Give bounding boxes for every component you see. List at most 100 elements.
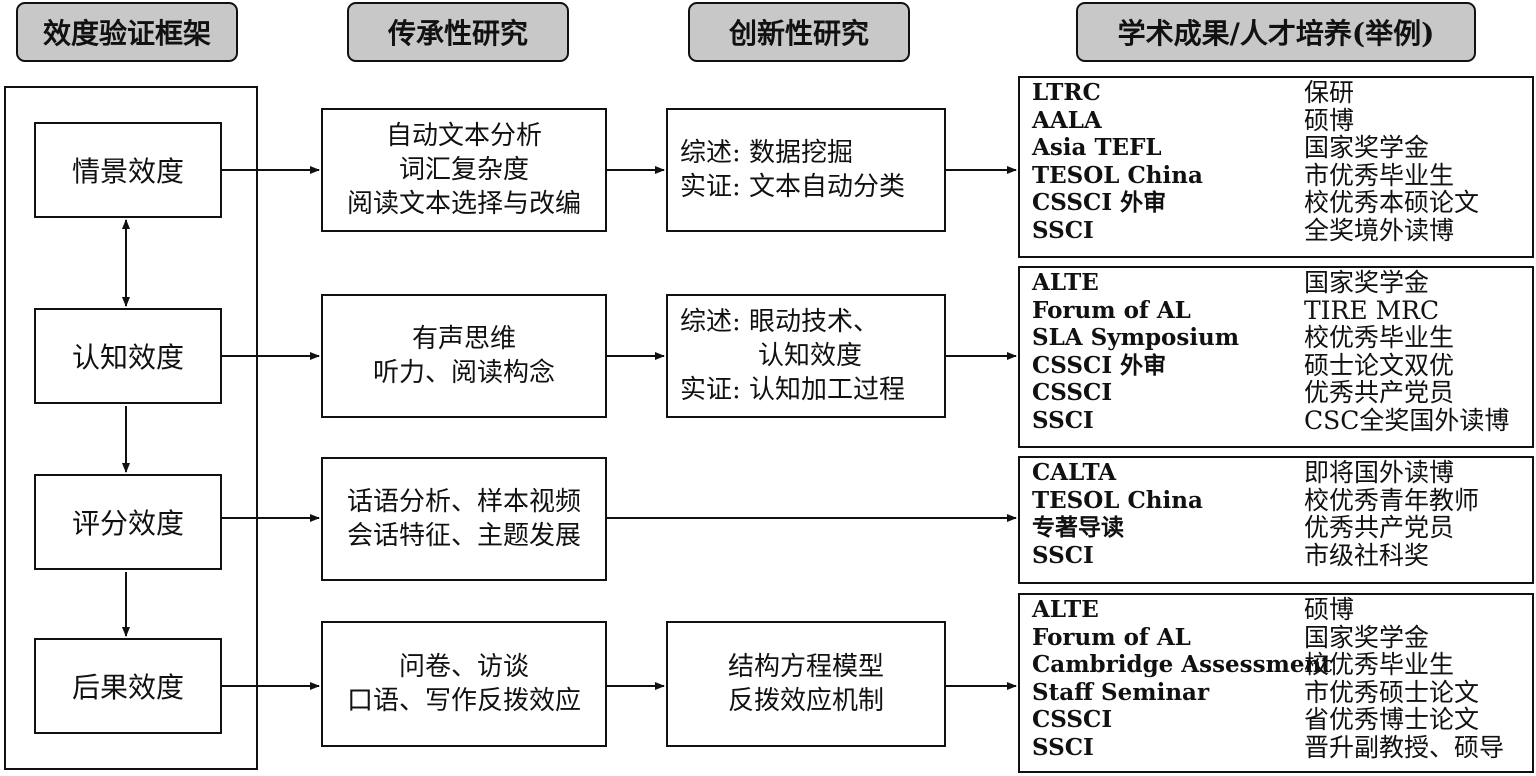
talent: 硕博 (1304, 595, 1355, 624)
talent: CSC全奖国外读博 (1304, 405, 1510, 435)
heritage-line: 自动文本分析 (385, 121, 542, 151)
heritage-box-3: 话语分析、样本视频 会话特征、主题发展 (321, 457, 607, 581)
venue: CSSCI 外审 (1032, 351, 1167, 379)
heritage-line: 口语、写作反拨效应 (346, 686, 581, 716)
innovation-line: 综述: 数据挖掘 (680, 138, 854, 168)
talent: 晋升副教授、硕导 (1304, 732, 1505, 762)
talent: 校优秀青年教师 (1304, 485, 1480, 515)
talent: 校优秀毕业生 (1304, 650, 1455, 679)
result-row: SLA Symposium 校优秀毕业生 (1032, 324, 1532, 352)
header-results: 学术成果/人才培养(举例) (1076, 2, 1476, 62)
heritage-line: 会话特征、主题发展 (346, 521, 581, 551)
heritage-line: 阅读文本选择与改编 (346, 189, 581, 219)
results-box-4: ALTE 硕博 Forum of AL 国家奖学金 Cambridge Assess… (1018, 593, 1534, 773)
innovation-box-2: 综述: 眼动技术、 认知效度 实证: 认知加工过程 (666, 294, 946, 418)
innovation-box-4: 结构方程模型 反拨效应机制 (666, 621, 946, 747)
venue: TESOL China (1032, 486, 1203, 514)
validity-consequential: 后果效度 (34, 638, 222, 734)
venue: Forum of AL (1032, 623, 1191, 651)
venue: CSSCI 外审 (1032, 189, 1167, 216)
talent: 优秀共产党员 (1304, 378, 1455, 407)
venue: AALA (1032, 106, 1102, 134)
venue: SSCI (1032, 541, 1094, 569)
validity-framework-frame (4, 86, 258, 770)
results-box-1: LTRC 保研 AALA 硕博 Asia TEFL 国家奖学金 TESOL China… (1018, 76, 1534, 258)
result-row: ALTE 国家奖学金 (1032, 269, 1532, 297)
venue: SLA Symposium (1032, 324, 1240, 351)
venue: ALTE (1032, 596, 1099, 623)
venue: CSSCI (1032, 379, 1113, 406)
header-framework: 效度验证框架 (16, 2, 238, 62)
result-row: CSSCI 外审 校优秀本硕论文 (1032, 189, 1532, 217)
result-row: LTRC 保研 (1032, 79, 1532, 107)
heritage-line: 问卷、访谈 (398, 652, 529, 682)
talent: 国家奖学金 (1304, 622, 1430, 652)
heritage-line: 话语分析、样本视频 (346, 487, 581, 517)
result-row: SSCI 晋升副教授、硕导 (1032, 732, 1532, 762)
talent: 国家奖学金 (1304, 133, 1430, 162)
talent: 优秀共产党员 (1304, 513, 1455, 542)
venue: Forum of AL (1032, 296, 1191, 324)
innovation-line: 反拨效应机制 (727, 686, 884, 716)
talent: 保研 (1304, 78, 1355, 107)
venue: SSCI (1032, 733, 1094, 761)
venue: ALTE (1032, 269, 1099, 296)
venue: TESOL China (1032, 161, 1203, 189)
result-row: TESOL China 市优秀毕业生 (1032, 160, 1532, 190)
results-box-3: CALTA 即将国外读博 TESOL China 校优秀青年教师 专著导读 优秀共产党… (1018, 456, 1534, 584)
talent: 校优秀本硕论文 (1304, 188, 1480, 217)
result-row: Staff Seminar 市优秀硕士论文 (1032, 677, 1532, 707)
talent: 市级社科奖 (1304, 540, 1430, 570)
venue: Cambridge Assessment (1032, 651, 1332, 678)
result-row: CSSCI 外审 硕士论文双优 (1032, 350, 1532, 380)
heritage-box-1: 自动文本分析 词汇复杂度 阅读文本选择与改编 (321, 108, 607, 232)
heritage-line: 词汇复杂度 (398, 155, 529, 185)
venue: SSCI (1032, 216, 1094, 244)
venue: CALTA (1032, 459, 1117, 486)
header-innovation: 创新性研究 (688, 2, 910, 62)
talent: 国家奖学金 (1304, 268, 1430, 297)
innovation-line: 结构方程模型 (727, 652, 884, 682)
talent: 市优秀毕业生 (1304, 160, 1455, 190)
talent: 全奖境外读博 (1304, 215, 1455, 245)
result-row: Asia TEFL 国家奖学金 (1032, 134, 1532, 162)
result-row: TESOL China 校优秀青年教师 (1032, 485, 1532, 515)
heritage-box-4: 问卷、访谈 口语、写作反拨效应 (321, 621, 607, 747)
result-row: CSSCI 优秀共产党员 (1032, 379, 1532, 407)
results-box-2: ALTE 国家奖学金 Forum of AL TIRE MRC SLA Sympos… (1018, 266, 1534, 448)
validity-cognitive: 认知效度 (34, 308, 222, 404)
venue: LTRC (1032, 79, 1101, 106)
validity-scoring: 评分效度 (34, 474, 222, 570)
result-row: CALTA 即将国外读博 (1032, 459, 1532, 487)
talent: 校优秀毕业生 (1304, 323, 1455, 352)
result-row: SSCI 市级社科奖 (1032, 540, 1532, 570)
innovation-line: 认知效度 (680, 341, 863, 371)
innovation-line: 实证: 认知加工过程 (680, 375, 906, 405)
result-row: Forum of AL TIRE MRC (1032, 295, 1532, 325)
venue: 专著导读 (1032, 514, 1124, 541)
validity-context: 情景效度 (34, 122, 222, 218)
innovation-line: 实证: 文本自动分类 (680, 172, 906, 202)
talent: 市优秀硕士论文 (1304, 677, 1480, 707)
venue: Asia TEFL (1032, 134, 1162, 161)
heritage-line: 听力、阅读构念 (372, 358, 555, 388)
talent: 硕博 (1304, 105, 1355, 135)
result-row: 专著导读 优秀共产党员 (1032, 514, 1532, 542)
result-row: SSCI 全奖境外读博 (1032, 215, 1532, 245)
heritage-line: 有声思维 (411, 324, 516, 354)
talent: 即将国外读博 (1304, 458, 1455, 487)
venue: SSCI (1032, 406, 1094, 434)
innovation-line: 综述: 眼动技术、 (680, 307, 880, 337)
result-row: Forum of AL 国家奖学金 (1032, 622, 1532, 652)
venue: CSSCI (1032, 706, 1113, 733)
result-row: SSCI CSC全奖国外读博 (1032, 405, 1532, 435)
heritage-box-2: 有声思维 听力、阅读构念 (321, 294, 607, 418)
talent: TIRE MRC (1304, 295, 1440, 325)
venue: Staff Seminar (1032, 678, 1210, 706)
result-row: ALTE 硕博 (1032, 596, 1532, 624)
talent: 硕士论文双优 (1304, 350, 1455, 380)
result-row: AALA 硕博 (1032, 105, 1532, 135)
